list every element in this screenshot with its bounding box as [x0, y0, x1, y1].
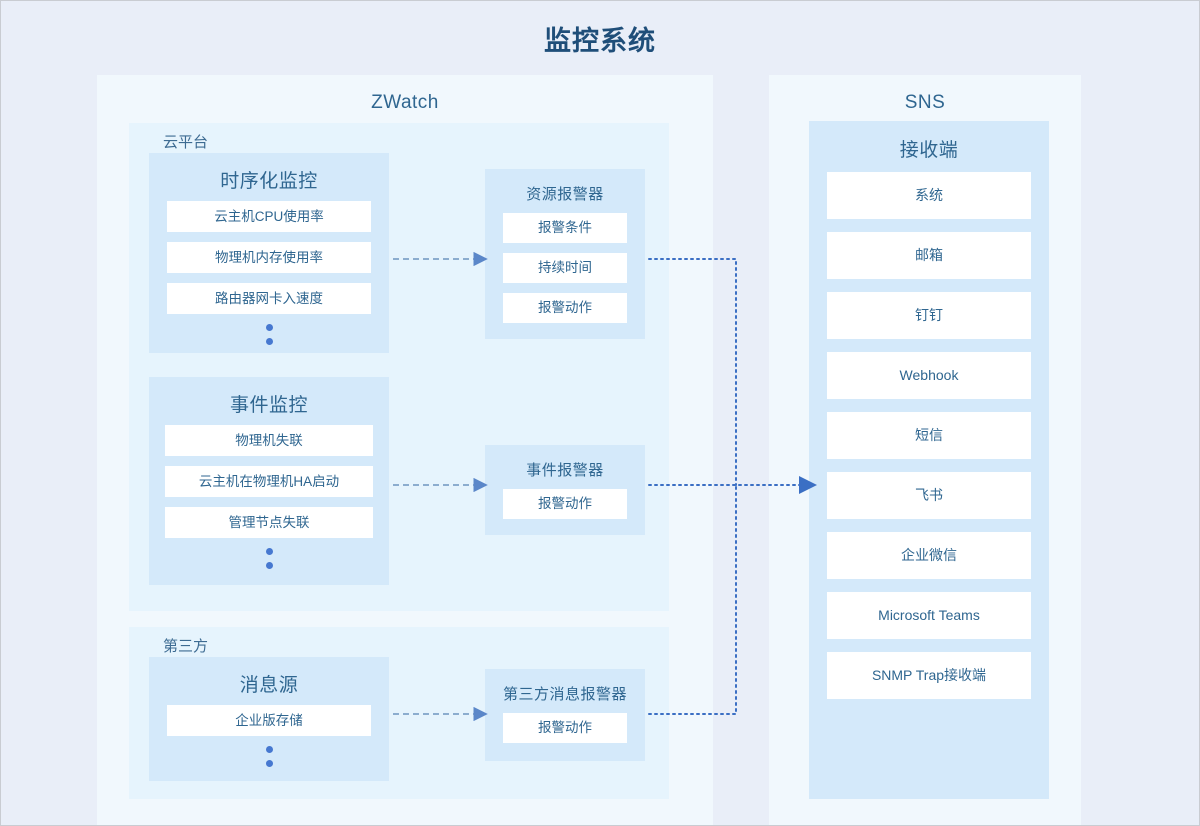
receiver-item[interactable]: 短信 [827, 412, 1031, 459]
third-party-alerter-item[interactable]: 报警动作 [503, 713, 627, 743]
receiver-item[interactable]: SNMP Trap接收端 [827, 652, 1031, 699]
zwatch-heading: ZWatch [371, 92, 439, 113]
event-alerter-group: 事件报警器 报警动作 [485, 445, 645, 535]
ellipsis-dots [149, 746, 389, 767]
receiver-item[interactable]: 钉钉 [827, 292, 1031, 339]
third-party-label: 第三方 [163, 638, 209, 655]
event-alerter-title: 事件报警器 [526, 462, 604, 479]
resource-alerter-item[interactable]: 报警动作 [503, 293, 627, 323]
message-source-item[interactable]: 企业版存储 [167, 705, 371, 736]
receiver-item[interactable]: 企业微信 [827, 532, 1031, 579]
cloud-platform-label: 云平台 [163, 134, 209, 151]
resource-alerter-title: 资源报警器 [526, 186, 604, 203]
metric-monitor-title: 时序化监控 [220, 171, 318, 192]
event-alerter-item[interactable]: 报警动作 [503, 489, 627, 519]
receiver-item[interactable]: 邮箱 [827, 232, 1031, 279]
resource-alerter-item[interactable]: 持续时间 [503, 253, 627, 283]
third-party-alerter-title: 第三方消息报警器 [502, 686, 627, 703]
receivers-title: 接收端 [899, 140, 959, 161]
receiver-item[interactable]: Microsoft Teams [827, 592, 1031, 639]
message-source-group: 消息源 企业版存储 [149, 657, 389, 781]
receiver-item[interactable]: 飞书 [827, 472, 1031, 519]
resource-alerter-group: 资源报警器 报警条件 持续时间 报警动作 [485, 169, 645, 339]
metric-item[interactable]: 物理机内存使用率 [167, 242, 371, 273]
event-monitor-title: 事件监控 [229, 395, 308, 416]
third-party-alerter-group: 第三方消息报警器 报警动作 [485, 669, 645, 761]
event-item[interactable]: 云主机在物理机HA启动 [165, 466, 373, 497]
metric-item[interactable]: 云主机CPU使用率 [167, 201, 371, 232]
sns-heading: SNS [904, 92, 946, 113]
message-source-title: 消息源 [239, 675, 299, 696]
ellipsis-dots [149, 324, 389, 345]
page-title: 监控系统 [544, 26, 656, 56]
receiver-item[interactable]: 系统 [827, 172, 1031, 219]
event-item[interactable]: 管理节点失联 [165, 507, 373, 538]
ellipsis-dots [149, 548, 389, 569]
resource-alerter-item[interactable]: 报警条件 [503, 213, 627, 243]
event-monitor-group: 事件监控 物理机失联 云主机在物理机HA启动 管理节点失联 [149, 377, 389, 585]
receiver-item[interactable]: Webhook [827, 352, 1031, 399]
event-item[interactable]: 物理机失联 [165, 425, 373, 456]
metric-item[interactable]: 路由器网卡入速度 [167, 283, 371, 314]
receivers-group: 接收端 系统 邮箱 钉钉 Webhook 短信 飞书 企业微信 Microsof… [809, 121, 1049, 799]
metric-monitor-group: 时序化监控 云主机CPU使用率 物理机内存使用率 路由器网卡入速度 [149, 153, 389, 353]
